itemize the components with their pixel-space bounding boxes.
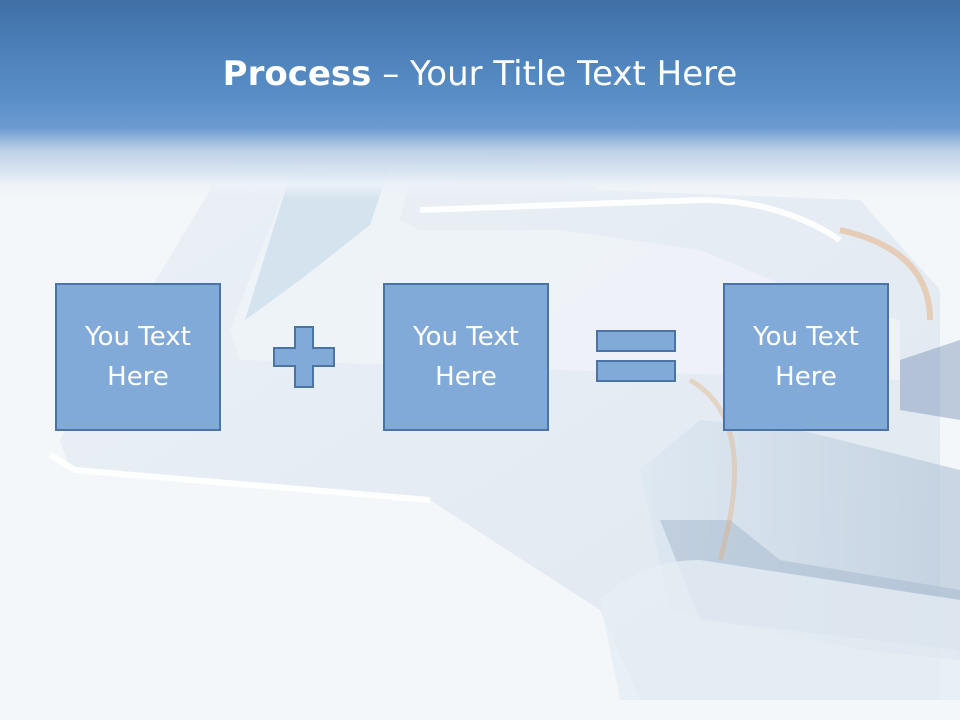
process-box-1-text: You Text Here [85,322,191,392]
slide-title: Process – Your Title Text Here [0,52,960,96]
title-dash: – [371,54,411,94]
process-box-1[interactable]: You Text Here [55,283,221,431]
process-box-3-text: You Text Here [753,322,859,392]
header-band [0,0,960,200]
process-box-2-text: You Text Here [413,322,519,392]
title-text: Your Title Text Here [410,54,738,94]
process-box-3[interactable]: You Text Here [723,283,889,431]
process-box-2[interactable]: You Text Here [383,283,549,431]
plus-icon [273,326,335,388]
equals-icon [596,330,678,384]
title-bold: Process [222,54,372,94]
